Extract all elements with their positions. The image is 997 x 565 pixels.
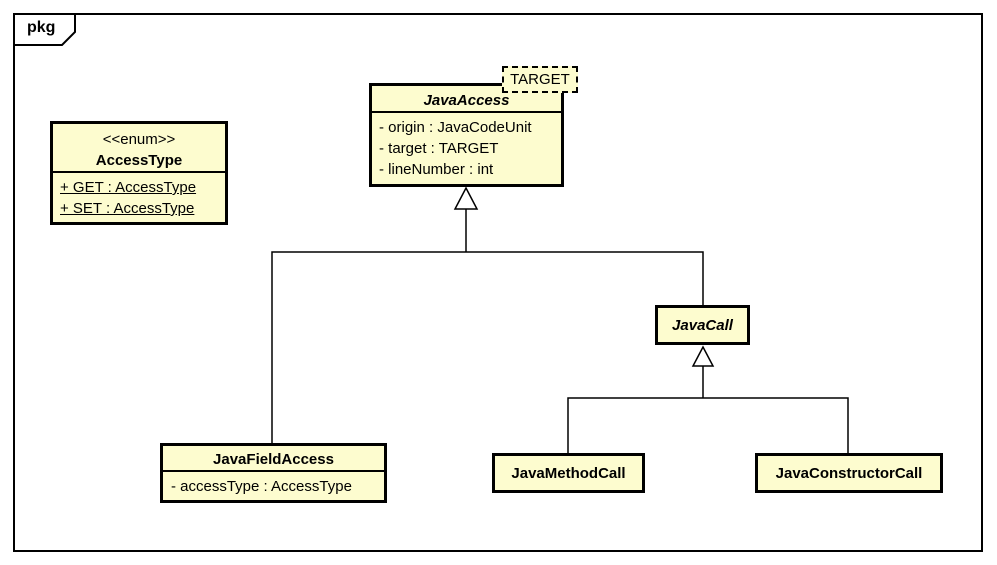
class-header: <<enum>> AccessType xyxy=(53,124,225,171)
class-header: JavaMethodCall xyxy=(511,463,625,484)
class-header: JavaConstructorCall xyxy=(776,463,923,484)
attribute-compartment: - accessType : AccessType xyxy=(163,470,384,501)
package-tab-outline xyxy=(13,13,76,46)
class-name: JavaAccess xyxy=(423,92,510,109)
attribute: + GET : AccessType xyxy=(60,179,197,196)
class-java-access: JavaAccess - origin : JavaCodeUnit - tar… xyxy=(369,83,564,187)
template-parameter-box: TARGET xyxy=(502,66,578,93)
class-name: AccessType xyxy=(95,152,183,169)
class-name: JavaCall xyxy=(672,316,733,334)
generalization-edge xyxy=(271,251,704,443)
stereotype-label: <<enum>> xyxy=(102,131,176,148)
class-java-constructor-call: JavaConstructorCall xyxy=(755,453,943,493)
inheritance-triangle-icon xyxy=(691,345,715,367)
class-header: JavaCall xyxy=(672,315,733,336)
class-name: JavaMethodCall xyxy=(511,464,626,482)
class-java-call: JavaCall xyxy=(655,305,750,345)
attribute-compartment: + GET : AccessType + SET : AccessType xyxy=(53,171,225,223)
attribute: - lineNumber : int xyxy=(379,161,494,178)
attribute: + SET : AccessType xyxy=(60,200,195,217)
generalization-edge xyxy=(567,397,849,453)
class-name: JavaConstructorCall xyxy=(775,464,923,482)
class-header: JavaFieldAccess xyxy=(163,446,384,470)
inheritance-triangle-icon xyxy=(453,186,479,210)
attribute-compartment: - origin : JavaCodeUnit - target : TARGE… xyxy=(372,111,561,184)
attribute: - accessType : AccessType xyxy=(171,478,352,495)
class-java-field-access: JavaFieldAccess - accessType : AccessTyp… xyxy=(160,443,387,503)
attribute: - origin : JavaCodeUnit xyxy=(379,119,532,136)
class-name: JavaFieldAccess xyxy=(213,451,334,468)
class-java-method-call: JavaMethodCall xyxy=(492,453,645,493)
class-access-type: <<enum>> AccessType + GET : AccessType +… xyxy=(50,121,228,225)
class-header: JavaAccess xyxy=(372,86,561,111)
attribute: - target : TARGET xyxy=(379,140,499,157)
package-tab-label: pkg xyxy=(27,19,56,36)
